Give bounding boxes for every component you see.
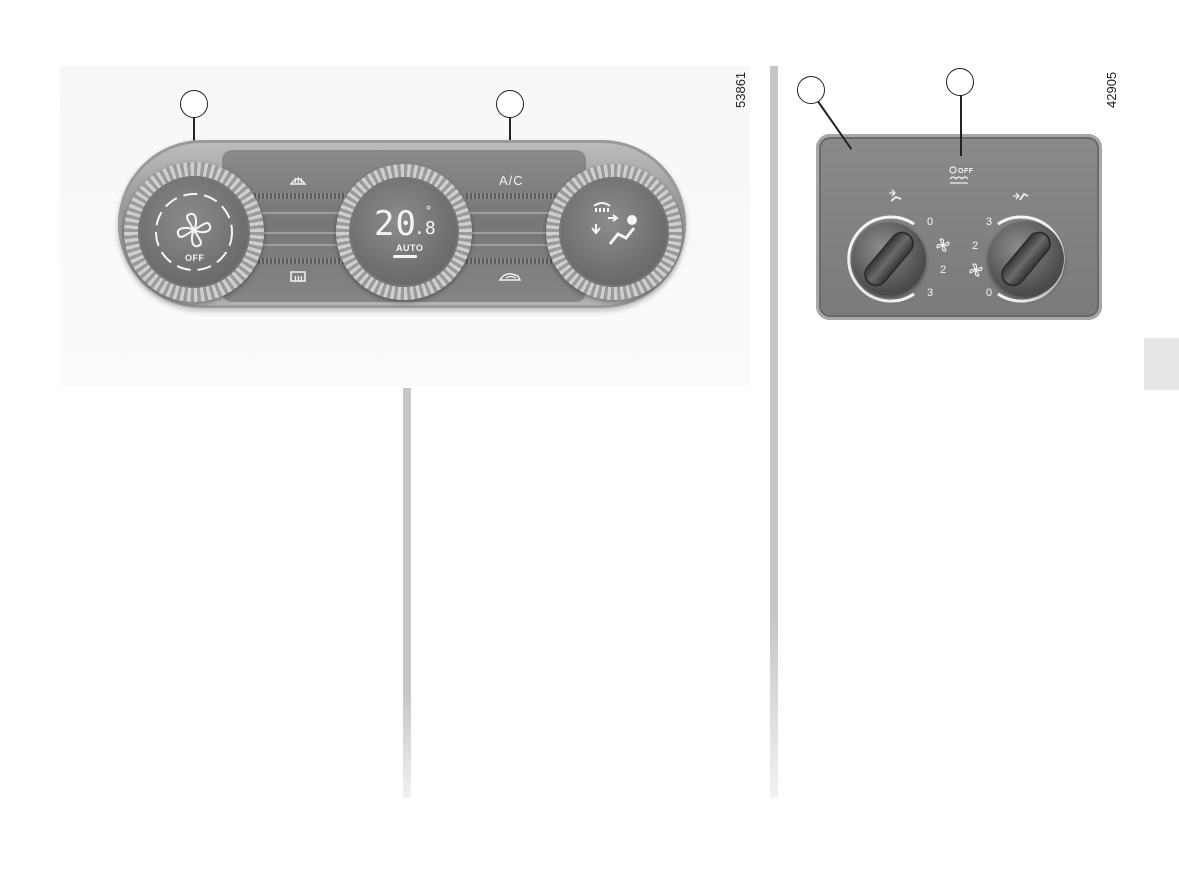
auto-label: AUTO <box>396 243 424 253</box>
right-fan-icon <box>969 263 983 280</box>
rear-off-label: OFF <box>958 168 974 175</box>
windscreen-demist-icon[interactable] <box>288 172 308 188</box>
air-distribution-icon <box>591 202 637 245</box>
grille-bottom-left <box>254 258 346 264</box>
column-divider <box>403 388 411 798</box>
rear-fan-off-icon <box>949 166 969 184</box>
temperature-knob-face <box>349 177 459 287</box>
left-fan-icon <box>936 238 950 255</box>
figure-code-left: 53861 <box>733 71 748 108</box>
temperature-value: 20 <box>374 204 417 244</box>
right-scale-top: 3 <box>986 216 993 228</box>
left-scale-mid: 2 <box>940 264 947 276</box>
fan-icon <box>176 212 212 248</box>
chapter-tab <box>1144 338 1179 390</box>
left-scale-bottom: 3 <box>927 287 934 299</box>
ac-button[interactable]: A/C <box>499 173 524 188</box>
recirculation-icon[interactable] <box>498 270 522 286</box>
right-scale-mid: 2 <box>972 240 979 252</box>
page-divider <box>770 66 778 798</box>
callout-off <box>946 68 974 96</box>
callout-ac <box>496 90 524 118</box>
left-scale-top: 0 <box>927 216 934 228</box>
figure-code-right: 42905 <box>1104 71 1119 108</box>
grille-top-right <box>466 193 558 199</box>
temperature-decimal: .8 <box>414 218 436 239</box>
auto-underline <box>393 255 417 258</box>
fan-off-label: OFF <box>185 253 205 263</box>
rear-screen-demist-icon[interactable] <box>288 270 308 286</box>
callout-line-off <box>960 94 962 156</box>
callout-panel <box>797 76 825 104</box>
grille-bottom-right <box>466 258 558 264</box>
right-vent-foot-icon <box>1012 188 1030 205</box>
degree-symbol: ° <box>425 204 433 218</box>
left-vent-face-icon <box>887 189 903 206</box>
right-scale-bottom: 0 <box>986 287 993 299</box>
grille-top-left <box>254 193 346 199</box>
fan-speed-ring <box>155 193 233 271</box>
left-rear-scale-arc <box>847 215 915 303</box>
callout-fan <box>180 90 208 118</box>
distribution-knob-face <box>559 177 669 287</box>
